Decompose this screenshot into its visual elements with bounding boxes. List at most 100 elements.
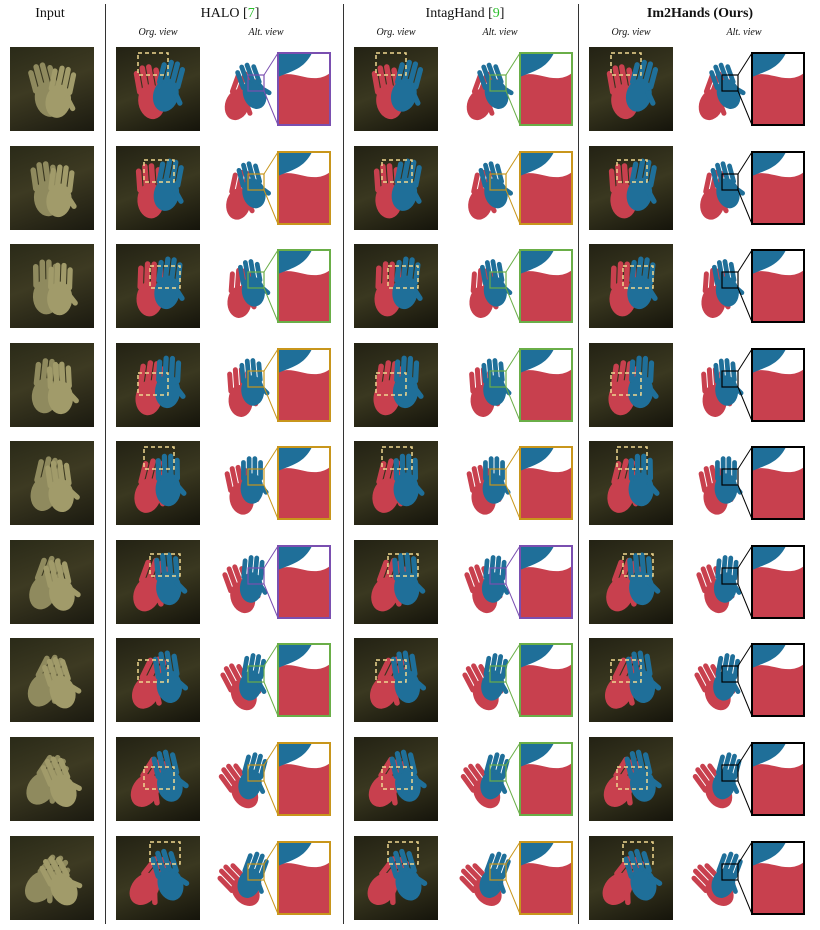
zoom-source-box [489, 173, 507, 191]
intag-org-view-image [354, 441, 438, 525]
intag-alt-view-image [454, 836, 574, 920]
highlight-box [610, 372, 642, 396]
subheader-alt-view: Alt. view [726, 27, 762, 38]
input-image [10, 244, 94, 328]
zoom-source-box [721, 370, 739, 388]
ours-org-view-image [589, 540, 673, 624]
ours-alt-view-image [686, 244, 806, 328]
input-image [10, 146, 94, 230]
zoom-source-box [721, 764, 739, 782]
intaghand-citation[interactable]: 9 [492, 6, 500, 21]
zoom-inset [277, 742, 331, 816]
highlight-box [616, 159, 648, 183]
halo-alt-view-image [212, 343, 332, 427]
intag-org-view-image [354, 737, 438, 821]
highlight-box [622, 553, 654, 577]
zoom-inset [751, 643, 805, 717]
highlight-box [143, 446, 175, 470]
zoom-inset [751, 151, 805, 225]
ours-org-view-image [589, 146, 673, 230]
highlight-box [143, 159, 175, 183]
highlight-box [375, 372, 407, 396]
highlight-box [610, 52, 642, 76]
ours-org-view-image [589, 737, 673, 821]
halo-alt-view-image [212, 540, 332, 624]
halo-org-view-image [116, 441, 200, 525]
zoom-source-box [247, 665, 265, 683]
ours-org-view-image [589, 47, 673, 131]
zoom-inset [277, 841, 331, 915]
highlight-box [387, 553, 419, 577]
highlight-box [381, 766, 413, 790]
ours-alt-view-image [686, 638, 806, 722]
halo-alt-view-image [212, 47, 332, 131]
ours-org-view-image [589, 836, 673, 920]
highlight-box [143, 766, 175, 790]
zoom-inset [519, 841, 573, 915]
halo-org-view-image [116, 540, 200, 624]
zoom-source-box [489, 74, 507, 92]
intag-alt-view-image [454, 638, 574, 722]
zoom-inset [519, 348, 573, 422]
highlight-box [149, 841, 181, 865]
intag-org-view-image [354, 343, 438, 427]
zoom-source-box [247, 764, 265, 782]
highlight-box [387, 841, 419, 865]
zoom-source-box [247, 173, 265, 191]
subheader-org-view: Org. view [376, 27, 416, 38]
zoom-source-box [247, 271, 265, 289]
input-image [10, 441, 94, 525]
intag-org-view-image [354, 47, 438, 131]
zoom-source-box [721, 863, 739, 881]
ours-alt-view-image [686, 540, 806, 624]
halo-citation[interactable]: 7 [247, 6, 255, 21]
halo-org-view-image [116, 343, 200, 427]
zoom-source-box [721, 74, 739, 92]
zoom-inset [751, 249, 805, 323]
intag-alt-view-image [454, 540, 574, 624]
zoom-source-box [247, 370, 265, 388]
input-image [10, 737, 94, 821]
halo-alt-view-image [212, 244, 332, 328]
zoom-inset [751, 446, 805, 520]
highlight-box [616, 766, 648, 790]
highlight-box [387, 265, 419, 289]
zoom-source-box [247, 567, 265, 585]
subheader-alt-view: Alt. view [482, 27, 518, 38]
subheader-org-view: Org. view [138, 27, 178, 38]
halo-org-view-image [116, 737, 200, 821]
header-halo: HALO [7] [200, 6, 260, 21]
zoom-source-box [721, 567, 739, 585]
zoom-source-box [721, 173, 739, 191]
halo-org-view-image [116, 47, 200, 131]
zoom-inset [277, 446, 331, 520]
zoom-inset [277, 52, 331, 126]
zoom-inset [519, 52, 573, 126]
input-image [10, 540, 94, 624]
intag-alt-view-image [454, 47, 574, 131]
zoom-source-box [489, 665, 507, 683]
zoom-source-box [721, 271, 739, 289]
zoom-source-box [247, 863, 265, 881]
zoom-inset [519, 643, 573, 717]
highlight-box [616, 446, 648, 470]
intag-org-view-image [354, 244, 438, 328]
ours-alt-view-image [686, 836, 806, 920]
halo-org-view-image [116, 146, 200, 230]
header-input: Input [35, 6, 65, 21]
ours-org-view-image [589, 343, 673, 427]
ours-alt-view-image [686, 47, 806, 131]
zoom-inset [519, 742, 573, 816]
input-image [10, 343, 94, 427]
zoom-source-box [489, 271, 507, 289]
halo-alt-view-image [212, 638, 332, 722]
zoom-source-box [489, 764, 507, 782]
highlight-box [381, 159, 413, 183]
subheader-org-view: Org. view [611, 27, 651, 38]
zoom-source-box [721, 665, 739, 683]
header-im2hands: Im2Hands (Ours) [646, 6, 754, 21]
input-image [10, 638, 94, 722]
zoom-inset [751, 52, 805, 126]
zoom-inset [751, 841, 805, 915]
input-image [10, 836, 94, 920]
